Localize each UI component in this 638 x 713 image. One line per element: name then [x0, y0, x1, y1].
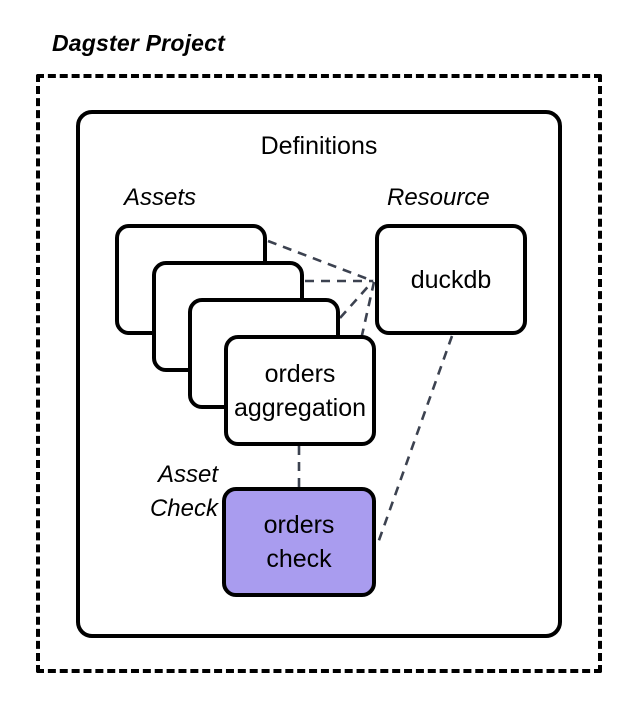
asset-check-node-label-line1: orders	[263, 511, 335, 539]
resource-node-duckdb[interactable]: duckdb	[375, 224, 527, 335]
asset-node-label-line2: aggregation	[233, 393, 367, 422]
asset-check-group-label-line2: Check	[149, 495, 218, 522]
resource-group-label: Resource	[387, 184, 490, 211]
project-boundary	[36, 74, 602, 673]
resource-node-label: duckdb	[410, 265, 492, 294]
assets-group-label: Assets	[124, 184, 197, 211]
definitions-title: Definitions	[260, 132, 378, 160]
asset-check-group-label-line1: Asset	[157, 461, 218, 488]
asset-check-node-orders-check[interactable]: orders check	[222, 487, 376, 597]
asset-check-group-label: Asset Check	[110, 458, 218, 526]
project-title: Dagster Project	[52, 30, 226, 56]
asset-check-node-label-line2: check	[266, 545, 332, 573]
asset-node-orders-aggregation[interactable]: orders aggregation	[224, 335, 376, 446]
asset-node-label-line1: orders	[264, 359, 336, 388]
